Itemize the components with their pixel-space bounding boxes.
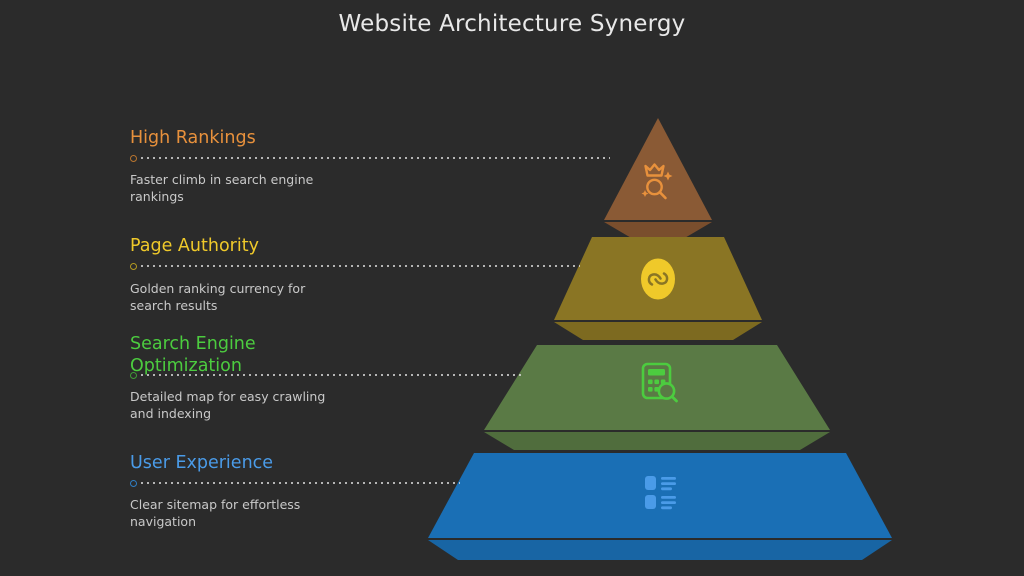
level-description-page-authority: Golden ranking currency for search resul… [130, 281, 306, 313]
level-block-user-experience: User Experience [130, 453, 273, 475]
level-desc-block-user-experience: Clear sitemap for effortless navigation [130, 497, 300, 530]
pyramid-level-user-experience[interactable] [428, 453, 892, 560]
level-description-user-experience: Clear sitemap for effortless navigation [130, 497, 301, 529]
level-block-high-rankings: High Rankings [130, 128, 256, 150]
connector-dot-seo [130, 371, 137, 379]
connector-line-seo [139, 374, 522, 376]
level-description-seo: Detailed map for easy crawling and index… [130, 389, 326, 421]
pyramid-level-high-rankings[interactable] [604, 118, 712, 239]
connector-page-authority [130, 262, 580, 270]
connector-line-high-rankings [139, 157, 610, 159]
link-coin-icon [641, 258, 675, 300]
connector-line-user-experience [139, 482, 460, 484]
connector-dot-user-experience [130, 479, 137, 487]
level-desc-block-page-authority: Golden ranking currency for search resul… [130, 281, 305, 314]
sitemap-list-icon [645, 476, 676, 510]
level-title-high-rankings: High Rankings [130, 128, 256, 148]
crown-search-icon [641, 163, 673, 200]
connector-dot-high-rankings [130, 154, 137, 162]
level-desc-block-high-rankings: Faster climb in search engine rankings [130, 172, 313, 205]
connector-high-rankings [130, 154, 610, 162]
pyramid-level-3-bevel [484, 432, 830, 450]
level-description-high-rankings: Faster climb in search engine rankings [130, 172, 314, 204]
connector-seo [130, 371, 522, 379]
level-desc-block-seo: Detailed map for easy crawling and index… [130, 389, 325, 422]
calculator-search-icon [641, 362, 678, 403]
connector-dot-page-authority [130, 262, 137, 270]
level-title-user-experience: User Experience [130, 453, 274, 473]
pyramid-level-4-face [428, 453, 892, 538]
pyramid-level-2-bevel [554, 322, 762, 340]
level-title-seo: Search Engine Optimization [130, 334, 256, 376]
page-title: Website Architecture Synergy [338, 11, 686, 37]
level-block-page-authority: Page Authority [130, 236, 259, 258]
level-title-page-authority: Page Authority [130, 236, 259, 256]
pyramid-level-4-bevel [428, 540, 892, 560]
level-block-seo: Search Engine Optimization [130, 334, 256, 377]
connector-line-page-authority [139, 265, 580, 267]
connector-user-experience [130, 479, 460, 487]
pyramid-level-1-bevel [604, 222, 712, 239]
